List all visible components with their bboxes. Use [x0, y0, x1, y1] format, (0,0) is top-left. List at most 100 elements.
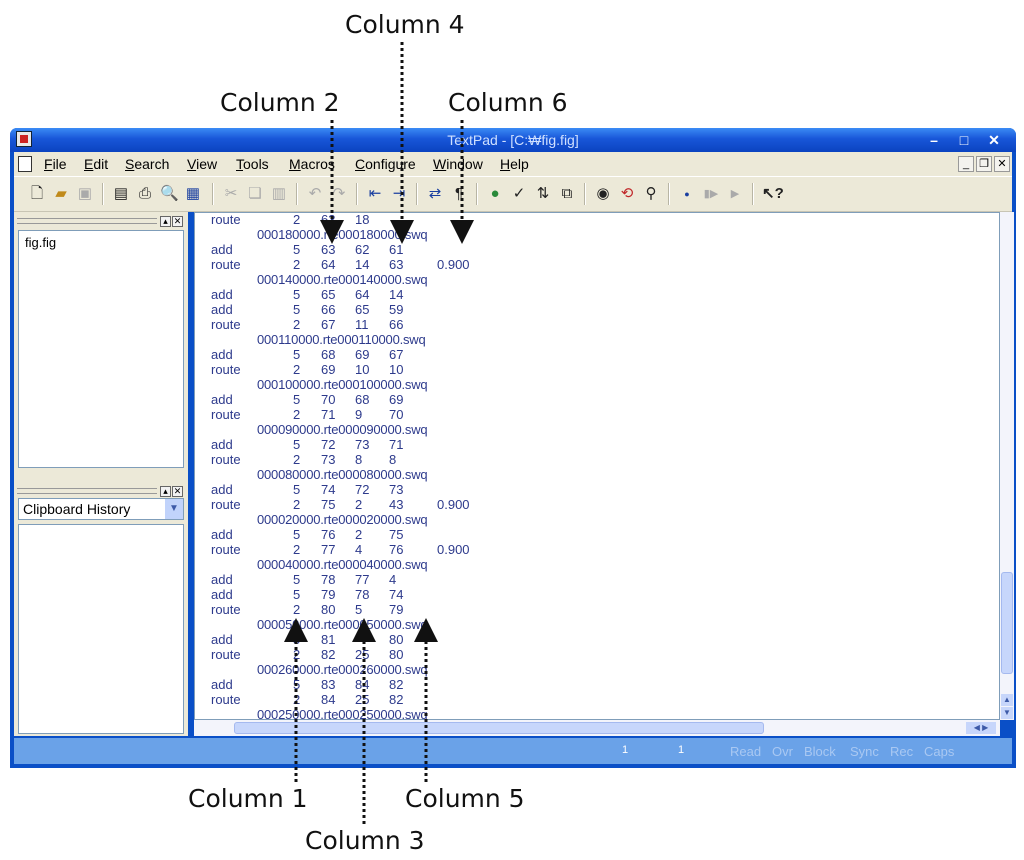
context-help-icon[interactable]: ↖?	[762, 185, 784, 202]
code-column-1: route	[211, 602, 241, 617]
menu-configure[interactable]: Configure	[355, 156, 416, 172]
replace-icon[interactable]: ⟲	[620, 185, 634, 202]
menu-tools[interactable]: Tools	[236, 156, 269, 172]
undo-icon[interactable]: ↶	[308, 185, 322, 202]
code-column-2: 5	[293, 482, 301, 497]
code-column-4: 18	[355, 212, 370, 227]
cut-icon[interactable]: ✂	[224, 185, 238, 202]
toolbar-separator	[668, 183, 670, 205]
code-column-5: 67	[389, 347, 404, 362]
code-column-3: 79	[321, 587, 336, 602]
document-pane-float-icon[interactable]: ▴	[160, 216, 171, 227]
document-properties-icon[interactable]: ▤	[113, 185, 129, 202]
code-column-5: 69	[389, 392, 404, 407]
document-pane-close-icon[interactable]: ✕	[172, 216, 183, 227]
code-column-4: 73	[355, 437, 370, 452]
outdent-icon[interactable]: ⇥	[392, 185, 406, 202]
print-preview-icon[interactable]: 🔍	[160, 185, 179, 202]
minimize-icon[interactable]: –	[930, 132, 938, 148]
web-icon[interactable]: ●	[490, 185, 500, 202]
menu-search[interactable]: Search	[125, 156, 170, 172]
document-pane-grip[interactable]	[17, 218, 157, 224]
toolbar: 🗋 ▰ ▣ ▤ ⎙ 🔍 ▦ ✂ ❏ ▥ ↶ ↷ ⇤ ⇥ ⇄ ¶ ● ✓ ⇅ ⧉ …	[14, 176, 1012, 212]
code-column-3: 80	[321, 602, 336, 617]
clipboard-history-list[interactable]	[18, 524, 184, 734]
mdi-close-icon[interactable]: ✕	[994, 156, 1010, 172]
vertical-scroll-thumb[interactable]	[1001, 572, 1013, 674]
code-column-2: 2	[293, 362, 301, 377]
word-wrap-icon[interactable]: ⇄	[428, 185, 442, 202]
find-icon[interactable]: ◉	[596, 185, 610, 202]
menu-help[interactable]: Help	[500, 156, 529, 172]
menu-edit[interactable]: Edit	[84, 156, 109, 172]
menu-view[interactable]: View	[187, 156, 218, 172]
spell-check-icon[interactable]: ✓	[512, 185, 526, 202]
code-column-4: 10	[355, 362, 370, 377]
file-reference: 000250000.rte000250000.swq	[257, 707, 428, 720]
mdi-minimize-icon[interactable]: _	[958, 156, 974, 172]
menu-macros[interactable]: Macros	[289, 156, 335, 172]
code-column-4: 78	[355, 587, 370, 602]
code-column-4: 14	[355, 257, 370, 272]
copy-icon[interactable]: ❏	[248, 185, 262, 202]
code-column-3: 82	[321, 647, 336, 662]
code-column-2: 2	[293, 452, 301, 467]
clipboard-pane-grip[interactable]	[17, 488, 157, 494]
status-block: Block	[804, 744, 836, 759]
scroll-left-right-icon[interactable]: ◀ ▶	[966, 722, 996, 734]
code-column-1: add	[211, 482, 233, 497]
pilcrow-icon[interactable]: ¶	[454, 185, 464, 202]
annotation-column-6: Column 6	[448, 88, 568, 117]
scroll-down-icon[interactable]: ▼	[1001, 707, 1013, 719]
code-column-4: 77	[355, 572, 370, 587]
menu-window[interactable]: Window	[433, 156, 483, 172]
code-column-2: 5	[293, 527, 301, 542]
title-bar[interactable]: TextPad - [C:₩fig.fig] – □ ✕	[10, 128, 1016, 152]
playback-macro-icon[interactable]: ▮▶	[703, 188, 719, 200]
document-item[interactable]: fig.fig	[25, 235, 57, 250]
chevron-down-icon[interactable]: ▼	[165, 499, 183, 519]
compare-icon[interactable]: ⧉	[561, 185, 573, 202]
menu-file[interactable]: File	[44, 156, 67, 172]
open-folder-icon[interactable]: ▰	[55, 185, 67, 202]
file-reference: 000260000.rte000260000.swq	[257, 662, 428, 677]
code-column-3: 81	[321, 632, 336, 647]
maximize-icon[interactable]: □	[959, 132, 969, 148]
code-column-1: route	[211, 407, 241, 422]
sort-icon[interactable]: ⇅	[536, 185, 550, 202]
toolbar-separator	[212, 183, 214, 205]
clipboard-pane-float-icon[interactable]: ▴	[160, 486, 171, 497]
redo-icon[interactable]: ↷	[332, 185, 346, 202]
horizontal-scrollbar[interactable]: ◀ ▶	[194, 720, 1000, 736]
document-menu-icon[interactable]	[18, 156, 32, 172]
status-caps: Caps	[924, 744, 955, 759]
clipboard-pane-close-icon[interactable]: ✕	[172, 486, 183, 497]
code-column-1: add	[211, 392, 233, 407]
fullscreen-icon[interactable]: ▦	[185, 185, 201, 202]
file-reference: 000080000.rte000080000.swq	[257, 467, 428, 482]
code-column-5: 59	[389, 302, 404, 317]
close-icon[interactable]: ✕	[988, 132, 1000, 148]
code-column-2: 2	[293, 647, 301, 662]
record-macro-icon[interactable]: ●	[684, 189, 690, 199]
toolbar-separator	[102, 183, 104, 205]
horizontal-scroll-thumb[interactable]	[234, 722, 764, 734]
play-icon[interactable]: ▶	[730, 188, 740, 200]
left-pane: ▴ ✕ fig.fig ▴ ✕ Clipboard History ▼	[14, 212, 188, 736]
clipboard-select[interactable]: Clipboard History ▼	[18, 498, 184, 520]
mdi-restore-icon[interactable]: ❐	[976, 156, 992, 172]
code-column-6: 0.900	[437, 542, 470, 557]
scroll-up-icon[interactable]: ▲	[1001, 694, 1013, 706]
app-icon[interactable]	[16, 131, 32, 147]
indent-icon[interactable]: ⇤	[368, 185, 382, 202]
vertical-scrollbar[interactable]: ▲ ▼	[1000, 212, 1014, 720]
code-column-3: 74	[321, 482, 336, 497]
paste-icon[interactable]: ▥	[271, 185, 287, 202]
save-icon[interactable]: ▣	[77, 185, 93, 202]
code-column-4: 84	[355, 677, 370, 692]
find-in-files-icon[interactable]: ⚲	[645, 185, 657, 202]
new-file-icon[interactable]: 🗋	[30, 185, 44, 202]
print-icon[interactable]: ⎙	[138, 185, 151, 202]
code-column-2: 2	[293, 212, 301, 227]
